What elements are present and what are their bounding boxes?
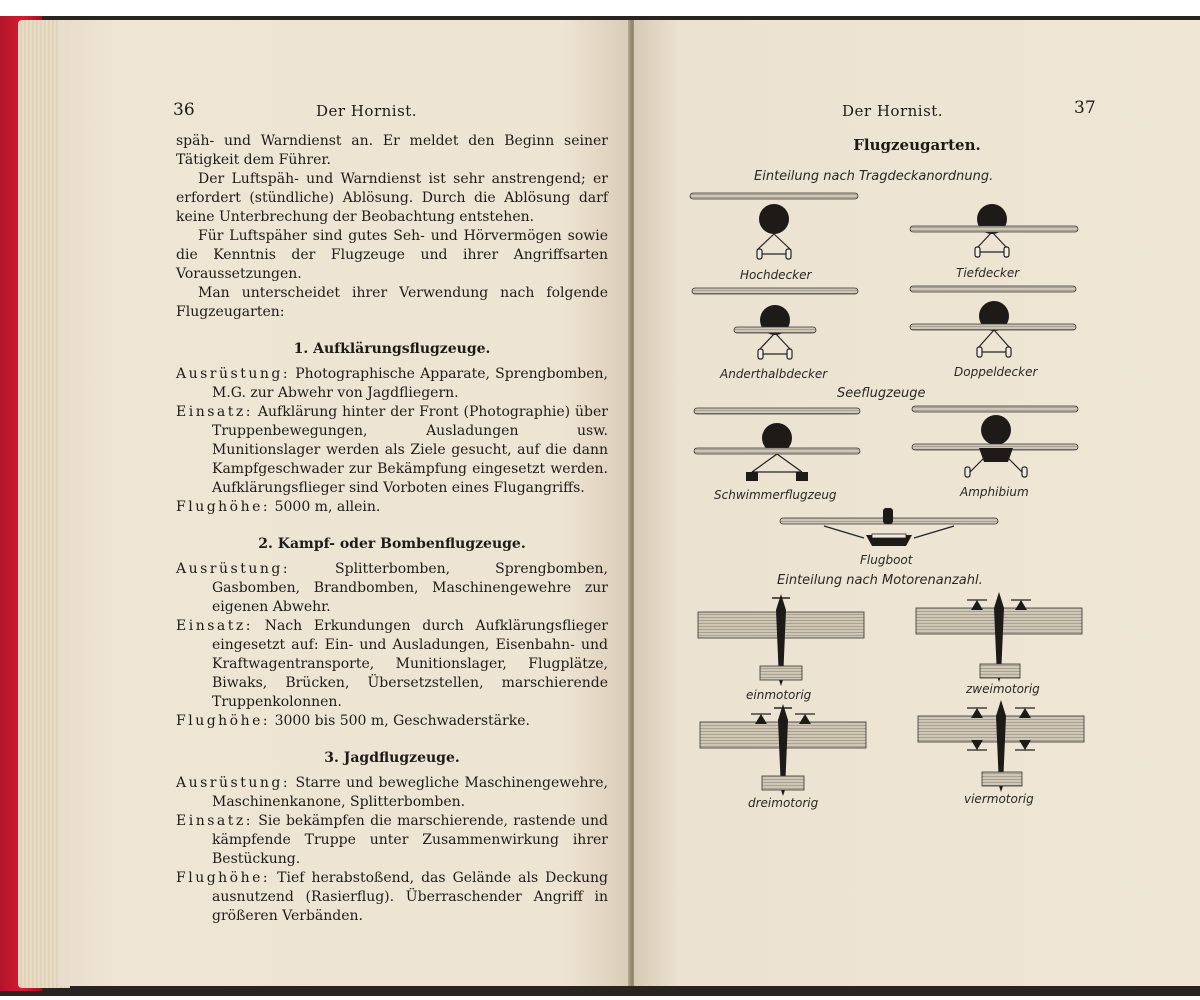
right-page: Der Hornist. 37 Flugzeugarten.	[634, 20, 1200, 986]
entry-text: 3000 bis 500 m, Geschwaderstärke.	[274, 713, 530, 729]
paragraph: späh- und Warndienst an. Er meldet den B…	[176, 133, 608, 168]
entry-label: Flughöhe:	[176, 870, 271, 886]
section-entry: Flughöhe: 5000 m, allein.	[176, 498, 608, 517]
group1-title: Einteilung nach Tragdeckanordnung.	[754, 169, 994, 184]
schwimmerflugzeug-figure	[693, 407, 861, 481]
entry-label: Einsatz:	[176, 813, 253, 829]
zweimotorig-figure	[915, 592, 1083, 682]
page-number: 36	[173, 100, 195, 120]
entry-text: Nach Erkundungen durch Aufklärungsfliege…	[212, 618, 608, 710]
entry-text: Tief herabstoßend, das Gelände als Decku…	[212, 870, 608, 924]
aircraft-figures	[689, 192, 1085, 796]
entry-text: Photographische Apparate, Sprengbomben, …	[212, 366, 609, 401]
caption-einmotorig: einmotorig	[746, 688, 812, 702]
section-entry: Flughöhe: 3000 bis 500 m, Geschwaderstär…	[176, 712, 608, 731]
caption-viermotorig: viermotorig	[964, 792, 1034, 806]
caption-anderthalbdecker: Anderthalbdecker	[720, 367, 828, 381]
sea-title: Seeflugzeuge	[837, 386, 926, 401]
tiefdecker-figure	[909, 204, 1079, 258]
section-entry: Einsatz: Sie bekämpfen die marschierende…	[176, 812, 608, 869]
hochdecker-figure	[689, 192, 859, 260]
entry-label: Ausrüstung:	[176, 775, 291, 791]
anderthalbdecker-figure	[691, 287, 859, 360]
paragraph: Für Luftspäher sind gutes Seh- und Hörve…	[176, 228, 608, 282]
caption-doppeldecker: Doppeldecker	[954, 365, 1038, 379]
section-entry: Flughöhe: Tief herabstoßend, das Gelände…	[176, 869, 608, 926]
caption-dreimotorig: dreimotorig	[748, 796, 819, 810]
page-number: 37	[1074, 98, 1096, 118]
einmotorig-figure	[697, 594, 865, 686]
paragraph: Der Luftspäh- und Warndienst ist sehr an…	[176, 171, 608, 225]
entry-label: Flughöhe:	[176, 499, 271, 515]
section-heading: 1. Aufklärungsflugzeuge.	[293, 341, 491, 357]
caption-zweimotorig: zweimotorig	[966, 682, 1040, 696]
dreimotorig-figure	[699, 704, 867, 796]
amphibium-figure	[911, 405, 1079, 478]
caption-tiefdecker: Tiefdecker	[956, 266, 1020, 280]
caption-schwimmerflugzeug: Schwimmerflugzeug	[714, 488, 837, 502]
running-header: Der Hornist.	[316, 102, 418, 120]
gutter	[628, 20, 636, 986]
entry-label: Ausrüstung:	[176, 366, 291, 382]
flugboot-figure	[779, 508, 999, 546]
entry-label: Ausrüstung:	[176, 561, 291, 577]
entry-text: Aufklärung hinter der Front (Photographi…	[212, 404, 608, 496]
body-text: späh- und Warndienst an. Er meldet den B…	[176, 132, 608, 926]
section-entry: Ausrüstung: Starre und bewegliche Maschi…	[176, 774, 608, 812]
caption-amphibium: Amphibium	[960, 485, 1029, 499]
entry-text: Starre und bewegliche Maschinengewehre, …	[212, 775, 608, 810]
section-heading: 3. Jagdflugzeuge.	[324, 750, 460, 766]
section-entry: Einsatz: Nach Erkundungen durch Aufkläru…	[176, 617, 608, 712]
group2-title: Einteilung nach Motorenanzahl.	[777, 573, 983, 588]
paragraph: Man unterscheidet ihrer Verwendung nach …	[176, 285, 608, 320]
entry-label: Einsatz:	[176, 618, 253, 634]
entry-text: 5000 m, allein.	[274, 499, 381, 515]
doppeldecker-figure	[909, 285, 1077, 358]
figure-title: Flugzeugarten.	[853, 136, 981, 154]
left-page: 36 Der Hornist. späh- und Warndienst an.…	[58, 20, 632, 986]
section-heading: 2. Kampf- oder Bombenflugzeuge.	[258, 536, 526, 552]
section-entry: Ausrüstung: Splitterbomben, Sprengbomben…	[176, 560, 608, 617]
running-header: Der Hornist.	[842, 102, 944, 120]
entry-label: Flughöhe:	[176, 713, 271, 729]
entry-text: Sie bekämpfen die marschierende, rastend…	[212, 813, 608, 867]
entry-text: Splitterbomben, Sprengbomben, Gasbomben,…	[212, 561, 608, 615]
book-spread: 36 Der Hornist. späh- und Warndienst an.…	[0, 16, 1200, 996]
caption-hochdecker: Hochdecker	[740, 268, 812, 282]
section-entry: Ausrüstung: Photographische Apparate, Sp…	[176, 365, 608, 403]
section-entry: Einsatz: Aufklärung hinter der Front (Ph…	[176, 403, 608, 498]
viermotorig-figure	[917, 700, 1085, 792]
entry-label: Einsatz:	[176, 404, 253, 420]
caption-flugboot: Flugboot	[860, 553, 913, 567]
